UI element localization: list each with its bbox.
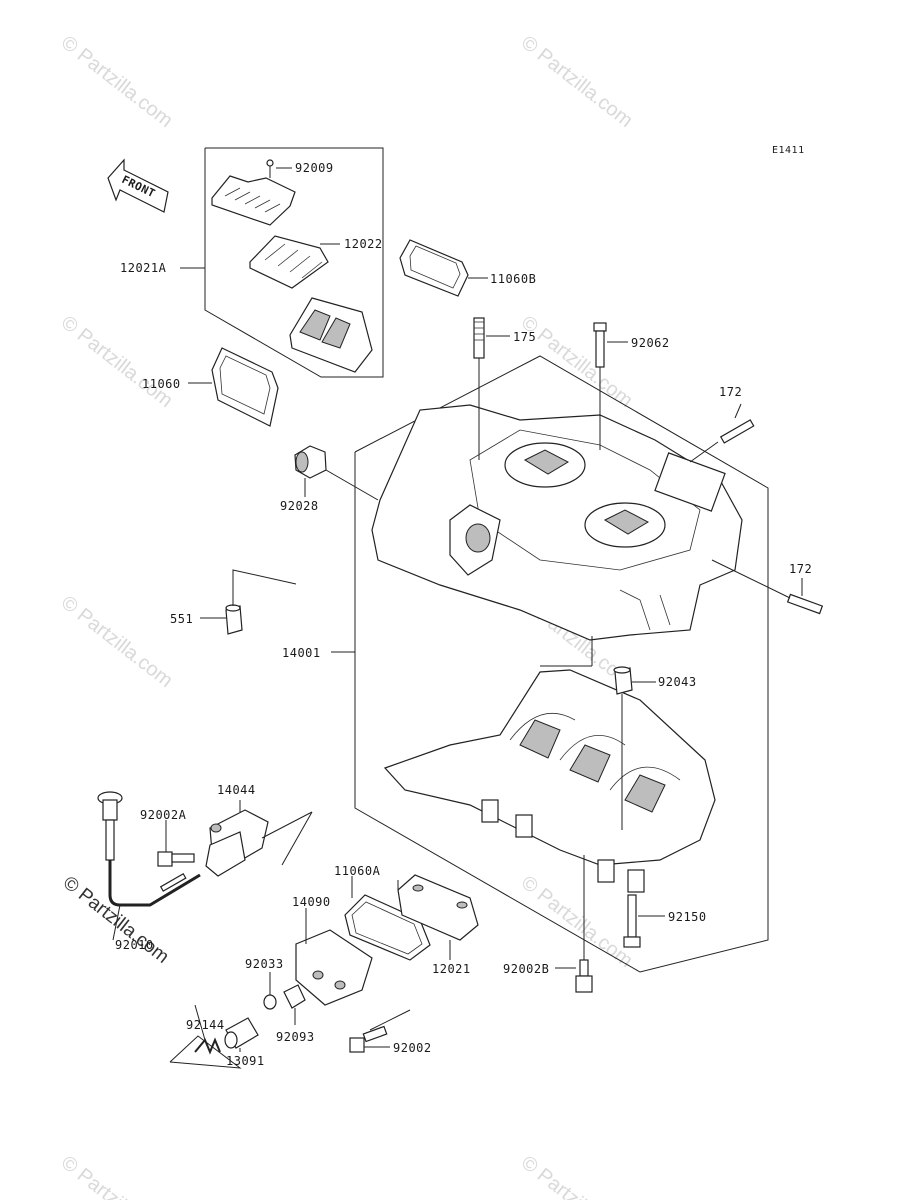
watermark: © Partzilla.com (517, 872, 637, 972)
callout-14001: 14001 (282, 646, 321, 660)
watermark: © Partzilla.com (59, 872, 173, 967)
callout-92002B: 92002B (503, 962, 549, 976)
callout-175: 175 (513, 330, 536, 344)
callout-12021A: 12021A (120, 261, 167, 275)
plunger-13091 (224, 1017, 259, 1052)
holder-14090 (295, 908, 373, 1006)
subassembly-line (169, 1035, 242, 1069)
crankcase-group-outline (354, 355, 769, 973)
watermark: © Partzilla.com (517, 1152, 637, 1200)
callout-92062: 92062 (631, 336, 670, 350)
callout-551: 551 (170, 612, 193, 626)
watermark: © Partzilla.com (57, 592, 177, 692)
callout-12021: 12021 (432, 962, 471, 976)
watermark: © Partzilla.com (57, 1152, 177, 1200)
bolt-92002A (157, 820, 195, 867)
callout-92009: 92009 (295, 161, 334, 175)
callout-14044: 14044 (217, 783, 256, 797)
callout-92028: 92028 (280, 499, 319, 513)
lower-crankcase (383, 669, 716, 893)
cable-92010 (97, 791, 201, 941)
stud-172-top (689, 403, 755, 463)
watermark: © Partzilla.com (57, 312, 177, 412)
cover-12021 (397, 874, 479, 960)
callout-92144: 92144 (186, 1018, 225, 1032)
front-arrow-icon: FRONT (107, 158, 169, 213)
callout-172: 172 (719, 385, 742, 399)
dowel-pin-92043 (613, 666, 656, 830)
callout-13091: 13091 (226, 1054, 265, 1068)
callout-92093: 92093 (276, 1030, 315, 1044)
gasket-11060B (399, 239, 488, 297)
gasket-11060 (188, 347, 279, 427)
stud-175 (473, 317, 510, 460)
callout-92010: 92010 (115, 938, 154, 952)
diagram-code: E1411 (772, 145, 805, 156)
callout-92002: 92002 (393, 1041, 432, 1055)
reed-valve-group (180, 147, 384, 378)
spring-92144 (194, 1004, 221, 1055)
cap-92093 (283, 984, 306, 1025)
callout-12022: 12022 (344, 237, 383, 251)
bracket-14044 (205, 800, 313, 877)
watermark: © Partzilla.com (517, 312, 637, 412)
callout-92043: 92043 (658, 675, 697, 689)
oil-seal-92028 (294, 445, 379, 501)
upper-crankcase (371, 404, 743, 641)
callout-92002A: 92002A (140, 808, 187, 822)
callout-172: 172 (789, 562, 812, 576)
bolt-92062 (593, 322, 628, 450)
callout-11060B: 11060B (490, 272, 536, 286)
dowel-pin-551 (200, 569, 297, 635)
callout-11060A: 11060A (334, 864, 381, 878)
watermark: © Partzilla.com (57, 32, 177, 132)
washer-92033 (263, 972, 277, 1010)
bolt-92002 (349, 1009, 411, 1053)
gasket-11060A (344, 876, 431, 961)
callout-11060: 11060 (142, 377, 181, 391)
bolt-92150 (623, 894, 665, 948)
stud-172-right (711, 559, 824, 615)
callout-14090: 14090 (292, 895, 331, 909)
bolt-92002B (555, 855, 593, 993)
callout-92033: 92033 (245, 957, 284, 971)
callout-92150: 92150 (668, 910, 707, 924)
callout-labels: 92009 12022 12021A 11060B 11060 175 9206… (115, 161, 812, 1068)
watermark: © Partzilla.com (517, 32, 637, 132)
